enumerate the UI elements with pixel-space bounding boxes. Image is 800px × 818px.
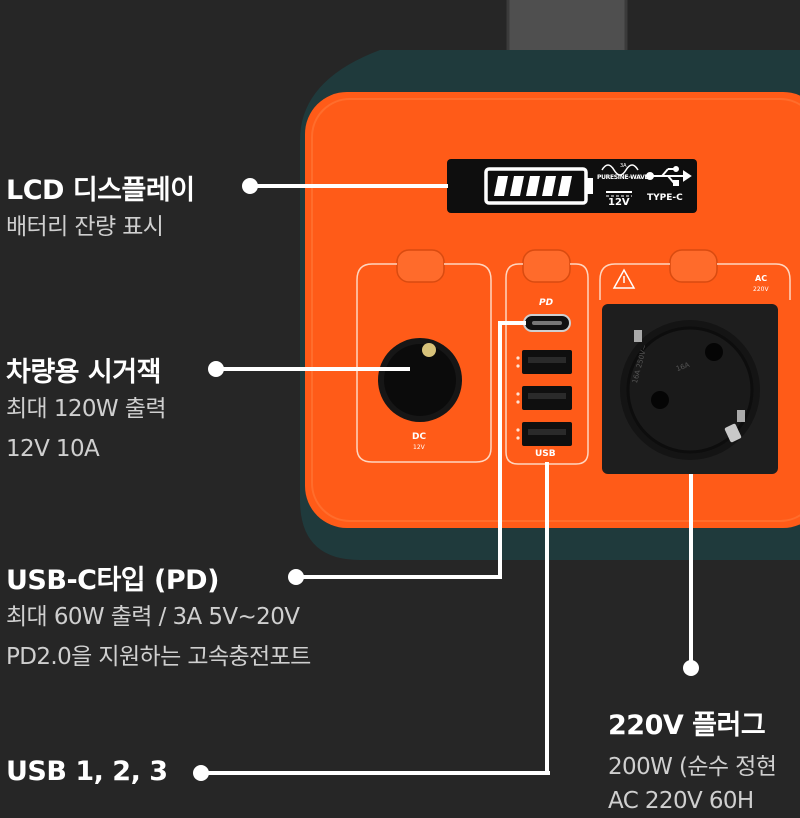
plug-desc-2: AC 220V 60H	[608, 788, 754, 814]
usb-power-button[interactable]	[522, 249, 571, 283]
battery-icon	[484, 167, 588, 205]
lcd-desc: 배터리 잔량 표시	[6, 214, 164, 240]
ac-sub-label: 220V	[753, 286, 769, 293]
lcd-amps-label: 3A	[620, 163, 627, 169]
car-socket-pin	[422, 343, 436, 357]
usb-title: USB 1, 2, 3	[6, 756, 168, 787]
usbc-callout-vline	[498, 321, 502, 579]
power-station-illustration	[300, 0, 800, 560]
usbc-callout-line	[296, 575, 502, 579]
usb-label: USB	[535, 449, 556, 459]
usbc-desc-2: PD2.0을 지원하는 고속충전포트	[6, 644, 311, 670]
lcd-title: LCD 디스플레이	[6, 175, 195, 206]
usb-symbol-icon	[646, 166, 692, 186]
lcd-typec-label: TYPE-C	[647, 193, 683, 203]
lcd-wave-label: PURESINE-WAVE	[597, 174, 649, 181]
lcd-screen	[447, 159, 697, 213]
battery-bars	[494, 176, 572, 196]
sine-wave-icon	[601, 164, 639, 176]
ac-socket-hole-left	[651, 391, 669, 409]
dc-label: DC	[412, 432, 427, 442]
ac-label: AC	[755, 274, 768, 283]
usb-a-ports	[522, 350, 572, 446]
usb-callout-vline	[545, 462, 549, 775]
plug-title: 220V 플러그	[608, 710, 766, 741]
car-desc-2: 12V 10A	[6, 436, 100, 462]
ac-power-button[interactable]	[669, 249, 718, 283]
usbc-desc-1: 최대 60W 출력 / 3A 5V~20V	[6, 604, 300, 630]
usbc-title: USB-C타입 (PD)	[6, 565, 219, 596]
warning-icon	[612, 268, 636, 289]
plug-callout-dot	[683, 660, 699, 676]
plug-callout-vline	[689, 474, 693, 664]
dc-sub-label: 12V	[413, 444, 425, 451]
lcd-volts-label: 12V	[608, 197, 630, 208]
dc-power-button[interactable]	[396, 249, 445, 283]
car-callout-line	[216, 367, 410, 371]
usb-callout-line	[201, 771, 550, 775]
car-title: 차량용 시거잭	[6, 357, 161, 388]
plug-desc-1: 200W (순수 정현	[608, 754, 777, 780]
car-desc-1: 최대 120W 출력	[6, 396, 167, 422]
pd-label: PD	[539, 298, 554, 308]
lcd-callout-line	[250, 184, 448, 188]
ac-socket-hole-right	[705, 343, 723, 361]
